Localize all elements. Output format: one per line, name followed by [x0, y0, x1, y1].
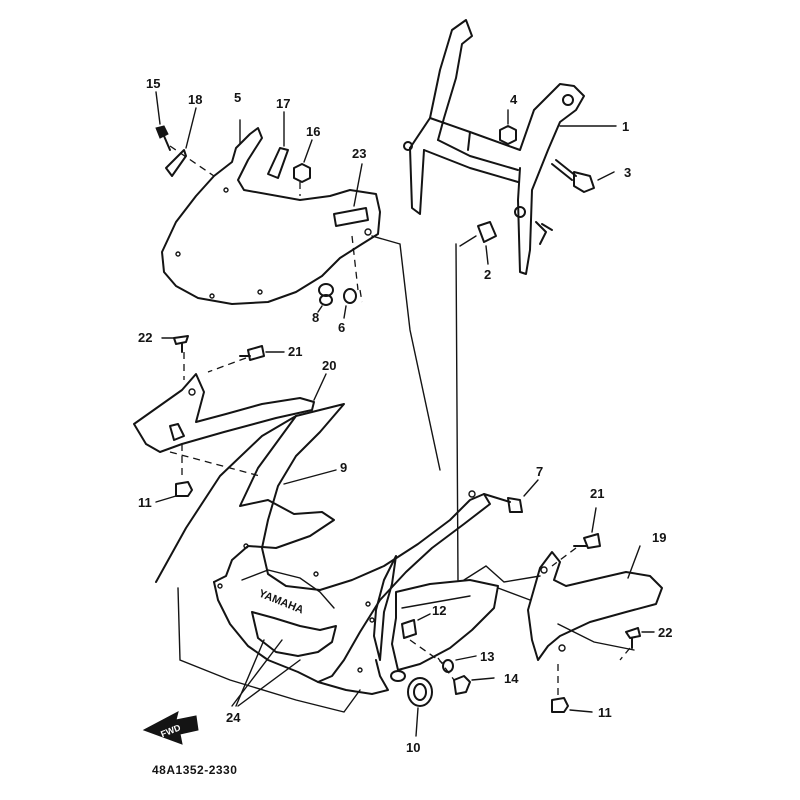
callout-5: 5	[234, 90, 241, 105]
washer-part-13	[442, 655, 477, 673]
cowling-brand-text: YAMAHA	[257, 588, 305, 617]
callout-4: 4	[510, 92, 518, 107]
nut-part-4	[499, 109, 517, 145]
screw-part-15	[155, 91, 171, 151]
main-cowling-part-9	[155, 403, 499, 695]
bolt-part-3	[551, 159, 615, 193]
windshield-part-5	[161, 119, 381, 305]
callout-11-left: 11	[138, 495, 152, 510]
callout-7: 7	[536, 464, 543, 479]
washer-part-6	[343, 288, 357, 319]
bolt-part-21-right	[573, 507, 601, 549]
callout-1: 1	[622, 119, 629, 134]
callout-21-right: 21	[590, 486, 604, 501]
callout-17: 17	[276, 96, 290, 111]
callout-14: 14	[504, 671, 519, 686]
screw-part-14	[453, 675, 495, 695]
nut-part-16	[293, 139, 313, 183]
callout-24: 24	[226, 710, 241, 725]
callout-15: 15	[146, 76, 160, 91]
screw-part-22-right	[625, 627, 655, 649]
callout-20: 20	[322, 358, 336, 373]
callout-3: 3	[624, 165, 631, 180]
callout-8: 8	[312, 310, 319, 325]
collar-part-2	[477, 221, 497, 265]
callout-21-left: 21	[288, 344, 302, 359]
leader-part-24	[231, 639, 301, 707]
washer-part-18	[165, 107, 197, 177]
callout-6: 6	[338, 320, 345, 335]
callout-16: 16	[306, 124, 320, 139]
callout-11-right: 11	[598, 705, 612, 720]
callout-13: 13	[480, 649, 494, 664]
screw-part-7	[483, 479, 539, 513]
decal-part-23	[333, 163, 369, 227]
clip-nut-part-11-right	[551, 697, 593, 713]
washer-part-17	[267, 111, 289, 179]
fairing-stay-bracket	[403, 19, 585, 275]
screw-part-22-left	[161, 335, 189, 353]
grommet-part-10	[390, 670, 433, 737]
inner-panel-part-20	[133, 373, 327, 453]
callout-23: 23	[352, 146, 366, 161]
callout-18: 18	[188, 92, 202, 107]
clip-part-12	[401, 613, 431, 639]
callout-9: 9	[340, 460, 347, 475]
grommet-part-8	[317, 283, 334, 313]
callout-12: 12	[432, 603, 446, 618]
clip-nut-part-11-left	[155, 481, 193, 503]
callout-2: 2	[484, 267, 491, 282]
bolt-part-21-left	[239, 345, 285, 361]
callout-19: 19	[652, 530, 666, 545]
forward-direction-arrow: FWD	[142, 711, 199, 745]
lower-panel-part-19	[527, 545, 663, 661]
callout-22-right: 22	[658, 625, 672, 640]
diagram-code: 48A1352-2330	[152, 763, 237, 777]
callout-10: 10	[406, 740, 420, 755]
callout-22-left: 22	[138, 330, 152, 345]
